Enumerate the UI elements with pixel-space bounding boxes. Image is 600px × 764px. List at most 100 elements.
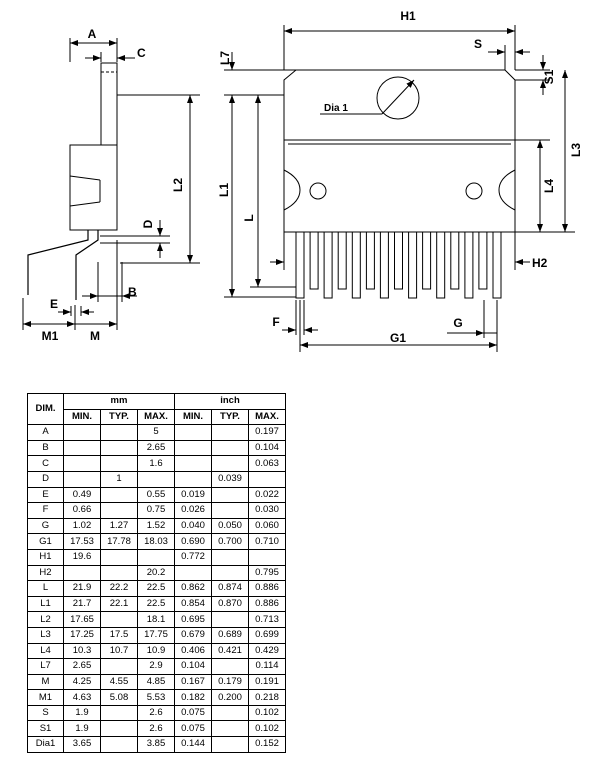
- value-cell: [63, 424, 101, 441]
- label-l7: L7: [218, 51, 232, 65]
- value-cell: 0.886: [248, 580, 286, 597]
- dim-name-cell: H1: [27, 548, 64, 566]
- value-cell: 0.075: [174, 720, 212, 738]
- dim-name-cell: D: [27, 470, 64, 488]
- value-cell: 0.063: [248, 455, 286, 472]
- value-cell: 18.1: [137, 611, 175, 628]
- value-cell: 21.7: [63, 595, 101, 613]
- value-cell: [211, 455, 249, 472]
- header-dim: DIM.: [27, 392, 64, 426]
- label-h2: H2: [532, 256, 548, 270]
- value-cell: 0.104: [248, 439, 286, 457]
- header-mm: mm: [63, 393, 175, 410]
- value-cell: [211, 502, 249, 519]
- header-mm-typ: TYP.: [100, 408, 138, 426]
- dim-name-cell: G: [27, 517, 64, 535]
- value-cell: [100, 548, 138, 566]
- value-cell: 0.050: [211, 517, 249, 535]
- value-cell: 2.6: [137, 720, 175, 738]
- value-cell: 0.026: [174, 502, 212, 519]
- dim-name-cell: L3: [27, 626, 64, 644]
- dim-name-cell: L4: [27, 642, 64, 660]
- value-cell: 0.152: [248, 736, 286, 753]
- value-cell: [211, 424, 249, 441]
- value-cell: 0.55: [137, 486, 175, 504]
- heat-tab-side: [100, 62, 118, 146]
- header-mm-max: MAX.: [137, 408, 175, 426]
- value-cell: [211, 548, 249, 566]
- value-cell: 0.104: [174, 658, 212, 675]
- lead-pin: [365, 231, 375, 290]
- value-cell: 19.6: [63, 548, 101, 566]
- value-cell: [100, 564, 138, 582]
- heat-tab-front: [283, 69, 516, 141]
- value-cell: [211, 564, 249, 582]
- value-cell: 0.870: [211, 595, 249, 613]
- value-cell: [174, 455, 212, 472]
- value-cell: [211, 611, 249, 628]
- value-cell: 1.6: [137, 455, 175, 472]
- value-cell: [174, 439, 212, 457]
- label-l2: L2: [171, 178, 185, 192]
- body-hole-right: [465, 182, 483, 200]
- value-cell: 0.040: [174, 517, 212, 535]
- label-dia1: Dia 1: [324, 103, 348, 114]
- lead-pins: [295, 231, 502, 299]
- value-cell: 0.429: [248, 642, 286, 660]
- value-cell: [100, 502, 138, 519]
- value-cell: 0.874: [211, 580, 249, 597]
- value-cell: 2.9: [137, 658, 175, 675]
- value-cell: 0.200: [211, 689, 249, 706]
- value-cell: 0.030: [248, 502, 286, 519]
- value-cell: [211, 658, 249, 675]
- front-view: [283, 69, 516, 233]
- lead-pin: [408, 231, 418, 299]
- value-cell: [248, 548, 286, 566]
- value-cell: [137, 470, 175, 488]
- label-s1: S1: [542, 69, 556, 84]
- value-cell: 1.27: [100, 517, 138, 535]
- header-mm-min: MIN.: [63, 408, 101, 426]
- side-view: [22, 38, 200, 330]
- value-cell: 0.421: [211, 642, 249, 660]
- label-b: B: [128, 285, 137, 299]
- value-cell: 0.191: [248, 673, 286, 691]
- value-cell: 1: [100, 470, 138, 488]
- lead-pin: [379, 231, 389, 299]
- value-cell: 4.85: [137, 673, 175, 691]
- value-cell: 22.5: [137, 580, 175, 597]
- value-cell: 0.75: [137, 502, 175, 519]
- dim-name-cell: S1: [27, 720, 64, 738]
- value-cell: 1.9: [63, 704, 101, 722]
- dim-name-cell: F: [27, 502, 64, 519]
- value-cell: [100, 658, 138, 675]
- value-cell: 0.690: [174, 533, 212, 550]
- label-g: G: [453, 316, 462, 330]
- value-cell: 5.53: [137, 689, 175, 706]
- dim-name-cell: L: [27, 580, 64, 597]
- value-cell: 1.52: [137, 517, 175, 535]
- value-cell: 22.2: [100, 580, 138, 597]
- value-cell: 21.9: [63, 580, 101, 597]
- value-cell: 0.772: [174, 548, 212, 566]
- value-cell: 0.699: [248, 626, 286, 644]
- value-cell: 0.713: [248, 611, 286, 628]
- header-inch: inch: [174, 393, 286, 410]
- label-s: S: [474, 37, 482, 51]
- value-cell: 0.710: [248, 533, 286, 550]
- lead-pin: [309, 231, 319, 290]
- value-cell: 0.406: [174, 642, 212, 660]
- value-cell: 5.08: [100, 689, 138, 706]
- dim-name-cell: E: [27, 486, 64, 504]
